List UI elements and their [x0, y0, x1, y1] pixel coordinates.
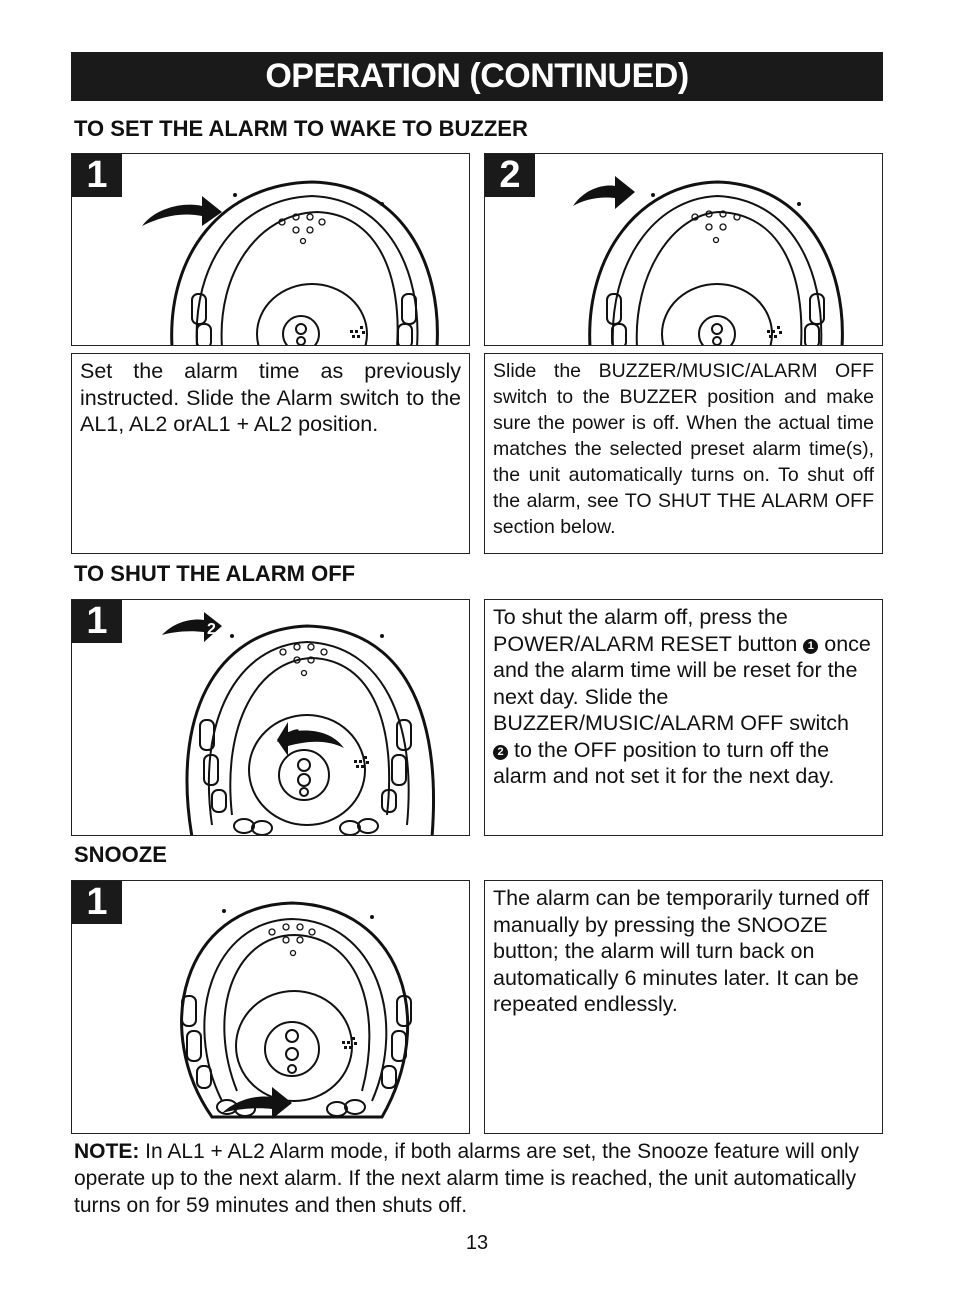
page-number: 13	[465, 1232, 489, 1254]
shutoff-text-c: to the OFF position to turn off the alar…	[493, 737, 835, 789]
cd-player-illustration	[180, 901, 412, 1119]
step-number-badge: 1	[72, 154, 122, 197]
step-number-badge: 2	[485, 154, 535, 197]
illustration-buzzer-step1: 1	[71, 153, 470, 346]
callout-number-2: 2	[207, 621, 216, 638]
note-paragraph: NOTE: In AL1 + AL2 Alarm mode, if both a…	[74, 1138, 886, 1219]
note-text: In AL1 + AL2 Alarm mode, if both alarms …	[74, 1140, 859, 1217]
snooze-step-text: The alarm can be temporarily turned off …	[484, 880, 883, 1134]
cd-player-illustration: 2 1	[162, 612, 435, 835]
section-heading-snooze: SNOOZE	[74, 842, 167, 867]
illustration-snooze: 1	[71, 880, 470, 1134]
step-number-badge: 1	[72, 881, 122, 924]
illustration-buzzer-step2: 2	[484, 153, 883, 346]
shutoff-text-a: To shut the alarm off, press the POWER/A…	[493, 605, 798, 656]
page-banner: OPERATION (CONTINUED)	[71, 52, 883, 101]
cd-player-illustration	[142, 180, 439, 345]
note-label: NOTE:	[74, 1140, 140, 1163]
step-number-badge: 1	[72, 600, 122, 643]
marker-circle-1: 1	[803, 638, 819, 654]
shutoff-step-text: To shut the alarm off, press the POWER/A…	[484, 599, 883, 836]
illustration-shutoff: 2 1 1	[71, 599, 470, 836]
marker-circle-2: 2	[493, 744, 508, 760]
cd-player-illustration	[573, 176, 844, 345]
shutoff-text-b: once and the alarm time will be reset fo…	[493, 631, 871, 736]
section-heading-buzzer: TO SET THE ALARM TO WAKE TO BUZZER	[74, 116, 528, 141]
buzzer-step1-text: Set the alarm time as previously instruc…	[71, 353, 470, 554]
section-heading-shutoff: TO SHUT THE ALARM OFF	[74, 561, 356, 586]
buzzer-step2-text: Slide the BUZZER/MUSIC/ALARM OFF switch …	[484, 353, 883, 554]
callout-number-1: 1	[223, 733, 232, 750]
